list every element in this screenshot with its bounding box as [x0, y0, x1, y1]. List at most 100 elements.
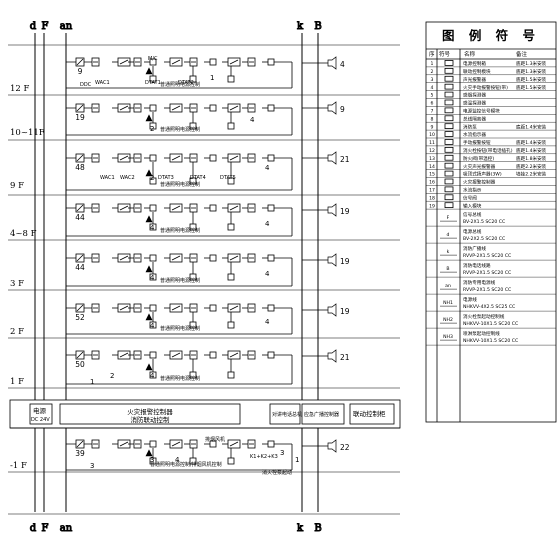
bus-label-bottom-F: F — [42, 523, 49, 534]
row-note-r12: 普通照明电源控制 — [160, 81, 200, 88]
floor-label-2: 2 F — [10, 327, 24, 337]
legend-header-3: 备注 — [516, 50, 528, 58]
legend-symbol-icon — [444, 75, 454, 82]
legend-row-number: 19 — [429, 203, 435, 209]
legend-cable-name: 消防专用电源线 — [463, 279, 496, 286]
legend-header-2: 名称 — [464, 50, 476, 58]
junction-box — [209, 104, 217, 112]
row-note-r1011: 普通照明电源控制 — [160, 126, 200, 133]
detector-mark — [76, 58, 84, 66]
legend-row-name: 信号阀 — [463, 194, 477, 201]
monitor-box — [349, 403, 395, 425]
legend-row-note: 底距1.5米安装 — [516, 84, 547, 91]
isolator-slash — [229, 352, 239, 358]
legend-cable-name: 消防电话线路 — [463, 262, 491, 269]
speaker-count-r9: 21 — [340, 155, 350, 164]
legend-row-number: 5 — [431, 93, 434, 99]
alarm-bell-icon — [145, 169, 153, 177]
legend-row-number: 18 — [429, 195, 435, 201]
label-dtat4: DTAT4 — [190, 175, 206, 181]
legend-symbol-icon — [444, 68, 454, 74]
junction-box — [189, 75, 197, 83]
control-room: 电源DC 24V火灾报警控制器消防联动控制对讲电话总机应急广播控制器联动控制柜 — [9, 399, 401, 429]
row-number-rm1_e: 1 — [295, 456, 299, 464]
detector-mark — [76, 204, 84, 212]
row-number-r1011_a: 2 — [150, 125, 154, 133]
bus-label-bottom-B: B — [314, 523, 321, 534]
legend-symbol-icon — [444, 154, 454, 161]
row-number-r2_b: 4 — [265, 318, 270, 326]
detector-count-r12: 9 — [78, 67, 83, 76]
junction-box — [149, 204, 157, 212]
junction-box — [227, 273, 235, 281]
legend-cable-name: 电源总线 — [463, 228, 482, 235]
legend-row-note: 底距1.3米安装 — [516, 68, 547, 75]
legend-row-name: 联动控制模块 — [463, 68, 491, 75]
row-number-r1_c: 1 — [90, 378, 94, 386]
legend-cable-symbol: d — [447, 232, 450, 238]
speaker-count-r12: 4 — [340, 60, 345, 69]
floor-rows: 94199482144194419521950213922普通照明电源控制普通照… — [66, 56, 350, 476]
row-note-rm1: 普通照明电源控制/排烟风机控制 — [150, 461, 222, 468]
speaker-icon — [327, 253, 337, 267]
junction-box — [189, 321, 197, 329]
row-note-r2: 普通照明电源控制 — [160, 325, 200, 332]
speaker-count-r48: 19 — [340, 207, 350, 216]
legend-row-note: 底距1.3米安装 — [516, 60, 547, 67]
isolator-slash — [119, 352, 129, 358]
junction-box — [149, 457, 157, 465]
isolator-slash — [119, 441, 129, 447]
row-number-r12_a: 1 — [210, 74, 214, 82]
isolator-slash — [119, 255, 129, 261]
alarm-bell-icon — [145, 313, 153, 321]
legend-cable-spec: BV-2X2.5 SC20 CC — [463, 236, 505, 242]
detector-mark — [76, 104, 84, 112]
isolator-slash — [229, 59, 239, 65]
label-ddc: DDC — [80, 82, 92, 88]
isolator-slash — [229, 255, 239, 261]
legend-cable-symbol: NH3 — [443, 334, 453, 340]
junction-box — [149, 254, 157, 262]
detector-count-r1: 50 — [75, 360, 85, 369]
legend-row-name: 电源监控信号模块 — [463, 108, 500, 115]
speaker-count-r1: 21 — [340, 353, 350, 362]
row-number-rm1_c: 3 — [90, 462, 94, 470]
legend-row-name: 声光报警器 — [463, 76, 486, 83]
detector-mark — [76, 254, 84, 262]
power-supply-box — [29, 403, 53, 425]
row-number-r9_a: 2 — [150, 174, 154, 182]
bus-label-top-d: d — [30, 21, 37, 32]
legend-row-name: 火灾报警控制器 — [463, 179, 496, 186]
legend-row-number: 3 — [431, 77, 434, 83]
power-sub-label: DC 24V — [31, 417, 50, 423]
isolator-slash — [171, 105, 181, 111]
legend-cable-symbol: B — [446, 266, 449, 272]
legend-symbol-icon — [444, 194, 454, 201]
legend-row-note: 底距1.4米安装 — [516, 123, 547, 130]
legend-row-number: 6 — [431, 101, 434, 107]
legend-row-number: 1 — [431, 61, 434, 67]
junction-box — [209, 154, 217, 162]
isolator-slash — [171, 305, 181, 311]
junction-box — [149, 371, 157, 379]
legend-row-number: 13 — [429, 156, 435, 162]
isolator-slash — [119, 305, 129, 311]
legend-row-name: 吸顶式扬声器(3W) — [463, 171, 502, 178]
row-number-rm1_a: 3 — [150, 456, 154, 464]
isolator-slash — [119, 105, 129, 111]
legend-cable-spec: NHKVV-10X1.5 SC20 CC — [463, 338, 518, 344]
speaker-icon — [327, 203, 337, 217]
alarm-bell-icon — [145, 363, 153, 371]
legend-symbol-icon — [444, 91, 454, 98]
junction-box — [267, 351, 275, 359]
phone-host-box — [269, 403, 301, 425]
detector-count-r48: 44 — [75, 213, 85, 222]
detector-mark — [76, 154, 84, 162]
bus-label-top-B: B — [314, 21, 321, 32]
legend-row-name: 火灾手动报警按钮(带) — [463, 84, 508, 91]
legend-row-number: 8 — [431, 116, 434, 122]
legend-cable-symbol: an — [445, 284, 451, 289]
isolator-slash — [171, 352, 181, 358]
